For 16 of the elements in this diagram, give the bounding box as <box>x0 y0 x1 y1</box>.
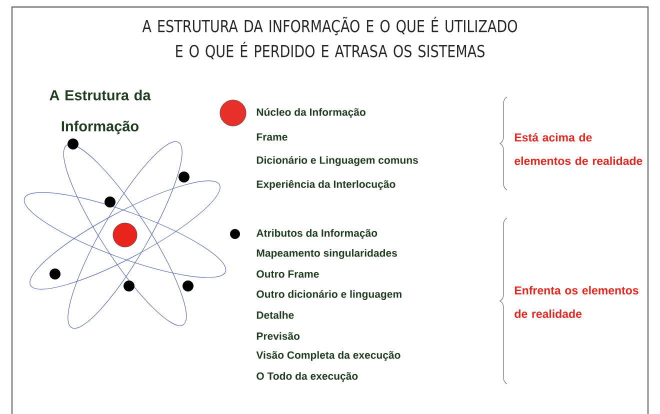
list-item: Outro dicionário e linguagem <box>256 290 402 300</box>
list-item: Previsão <box>256 332 300 340</box>
note: Enfrenta os elementos de realidade <box>514 286 638 318</box>
list-item: Outro Frame <box>256 270 319 278</box>
legend-text: Núcleo da Informação <box>256 108 366 118</box>
title: A ESTRUTURA DA INFORMAÇÃO E O QUE É UTILIZADO E O QUE É PERDIDO E ATRASA OS SISTEMAS <box>142 16 518 60</box>
list-item: Frame <box>256 133 288 141</box>
note: Está acima de elementos de realidade <box>514 132 642 166</box>
legend-text: Atributos da Informação <box>256 229 378 239</box>
list-item: Experiência da Interlocução <box>256 180 396 190</box>
list-item: Visão Completa da execução <box>256 351 400 361</box>
heading: A Estrutura da Informação <box>50 90 151 134</box>
list-item: O Todo da execução <box>256 372 358 382</box>
list-item: Detalhe <box>256 311 294 319</box>
list-item: Mapeamento singularidades <box>256 249 397 259</box>
list-item: Dicionário e Linguagem comuns <box>256 156 418 166</box>
